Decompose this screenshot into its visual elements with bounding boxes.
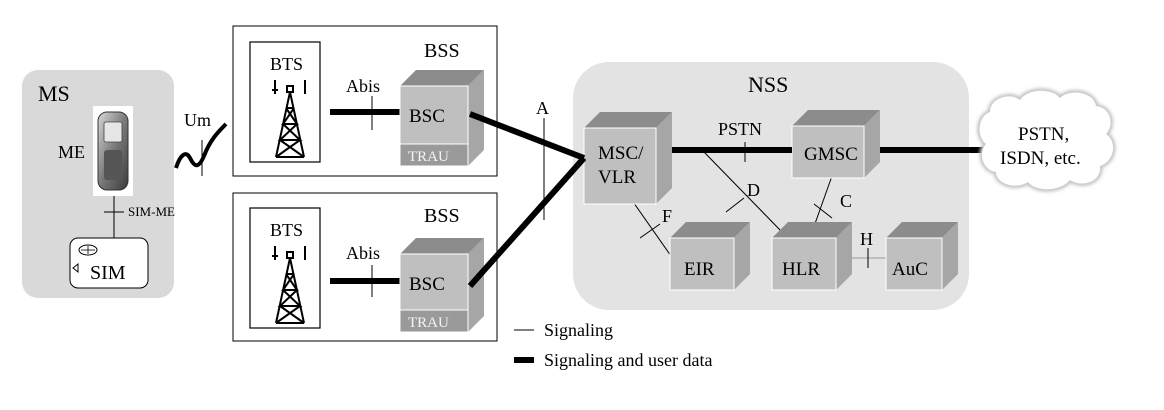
cloud-label-line1: PSTN, bbox=[1018, 124, 1069, 145]
abis-bottom-label: Abis bbox=[346, 243, 380, 263]
sim-me-label: SIM-ME bbox=[128, 204, 175, 219]
d-interface-label: D bbox=[747, 180, 760, 200]
mobile-phone-icon bbox=[93, 106, 133, 196]
pstn-interface-label: PSTN bbox=[718, 119, 762, 139]
eir-label: EIR bbox=[684, 259, 715, 280]
ms-panel: MS ME SIM-ME SIM bbox=[22, 70, 175, 298]
auc-label: AuC bbox=[892, 259, 928, 280]
gmsc-label: GMSC bbox=[804, 144, 858, 165]
bss-bottom-title: BSS bbox=[424, 205, 460, 227]
nss-title: NSS bbox=[748, 72, 788, 97]
msc-label-line2: VLR bbox=[598, 167, 636, 188]
bts-tower-icon bbox=[272, 80, 306, 158]
legend-signaling: Signaling bbox=[544, 320, 613, 340]
legend: Signaling Signaling and user data bbox=[514, 320, 712, 370]
f-interface-label: F bbox=[662, 206, 672, 226]
cloud-label-line2: ISDN, etc. bbox=[1000, 148, 1081, 169]
legend-signaling-user-data: Signaling and user data bbox=[544, 350, 712, 370]
um-label: Um bbox=[184, 110, 211, 130]
abis-top-label: Abis bbox=[346, 76, 380, 96]
bts-top-label: BTS bbox=[270, 54, 303, 74]
ms-title: MS bbox=[38, 81, 70, 106]
c-interface-label: C bbox=[840, 191, 852, 211]
a-interface-label: A bbox=[536, 98, 549, 118]
trau-top-label: TRAU bbox=[408, 149, 449, 165]
sim-label: SIM bbox=[90, 262, 126, 284]
um-radio-link bbox=[174, 122, 228, 169]
hlr-label: HLR bbox=[782, 259, 820, 280]
me-label: ME bbox=[58, 142, 85, 162]
sim-notch-icon bbox=[72, 262, 79, 274]
pstn-cloud: PSTN, ISDN, etc. bbox=[977, 88, 1116, 192]
bts-bottom-label: BTS bbox=[270, 220, 303, 240]
bsc-top-label: BSC bbox=[409, 106, 445, 127]
bss-bottom: BSS BTS Abis BSC TRAU bbox=[232, 192, 498, 342]
msc-label-line1: MSC/ bbox=[598, 143, 644, 164]
hlr-node: HLR bbox=[771, 222, 852, 291]
msc-vlr-node: MSC/ VLR bbox=[583, 112, 672, 205]
gmsc-node: GMSC bbox=[791, 110, 880, 179]
eir-node: EIR bbox=[669, 222, 750, 291]
bss-top: BSS BTS Abis BSC TRAU bbox=[232, 25, 498, 177]
a-interface-links bbox=[467, 111, 587, 288]
bsc-bottom-label: BSC bbox=[409, 274, 445, 295]
trau-bottom-label: TRAU bbox=[408, 315, 449, 331]
bss-top-title: BSS bbox=[424, 40, 460, 62]
sim-chip-icon bbox=[78, 244, 98, 256]
auc-node: AuC bbox=[885, 222, 958, 291]
bts-tower-icon bbox=[272, 246, 306, 324]
nss-panel: NSS F D C H PSTN MSC/ VLR bbox=[573, 62, 969, 310]
h-interface-label: H bbox=[860, 229, 873, 249]
